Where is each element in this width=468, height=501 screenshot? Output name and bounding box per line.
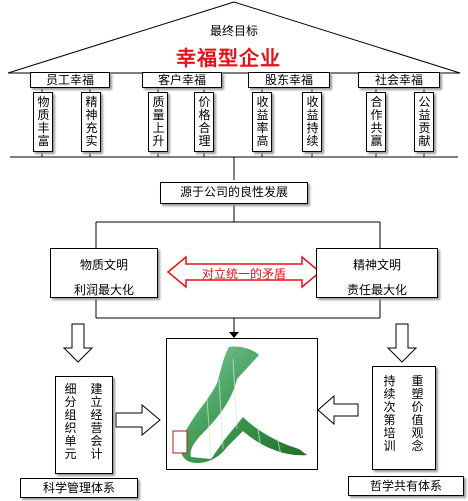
pillar-item-public-welfare: 公益贡献 bbox=[414, 92, 434, 152]
spiritual-civ-box: 精神文明 责任最大化 bbox=[316, 248, 438, 298]
pillar-item-win-win: 合作共赢 bbox=[366, 92, 386, 152]
pillar-item-price: 价格合理 bbox=[194, 92, 214, 152]
roof-title: 幸福型企业 bbox=[176, 46, 281, 70]
right-system-box: 持续次第培训 重塑价值观念 bbox=[372, 366, 436, 470]
pillar-header-shareholder: 股东幸福 bbox=[248, 72, 330, 88]
pillar-item-spiritual: 精神充实 bbox=[81, 92, 101, 152]
material-civ-box: 物质文明 利润最大化 bbox=[50, 248, 158, 298]
pillar-header-customer: 客户幸福 bbox=[142, 72, 222, 88]
source-box: 源于公司的良性发展 bbox=[160, 182, 308, 204]
pillar-item-return-rate: 收益率高 bbox=[252, 92, 272, 152]
person-shape bbox=[180, 346, 307, 463]
seal-stamp bbox=[172, 430, 188, 454]
center-image bbox=[166, 338, 318, 470]
left-system-box: 细分组织单元 建立经营会计 bbox=[55, 376, 113, 474]
forest-person-graphic bbox=[172, 346, 307, 463]
pillar-item-material: 物质丰富 bbox=[33, 92, 53, 152]
pillar-item-quality: 质量上升 bbox=[148, 92, 168, 152]
contradiction-label: 对立统一的矛盾 bbox=[201, 267, 286, 281]
pillar-header-society: 社会幸福 bbox=[358, 72, 440, 88]
roof-label: 最终目标 bbox=[210, 24, 259, 38]
pillar-header-employee: 员工幸福 bbox=[30, 72, 110, 88]
right-system-label: 哲学共有体系 bbox=[348, 476, 464, 496]
pillar-item-return-continuity: 收益持续 bbox=[302, 92, 322, 152]
left-system-label: 科学管理体系 bbox=[20, 478, 138, 498]
